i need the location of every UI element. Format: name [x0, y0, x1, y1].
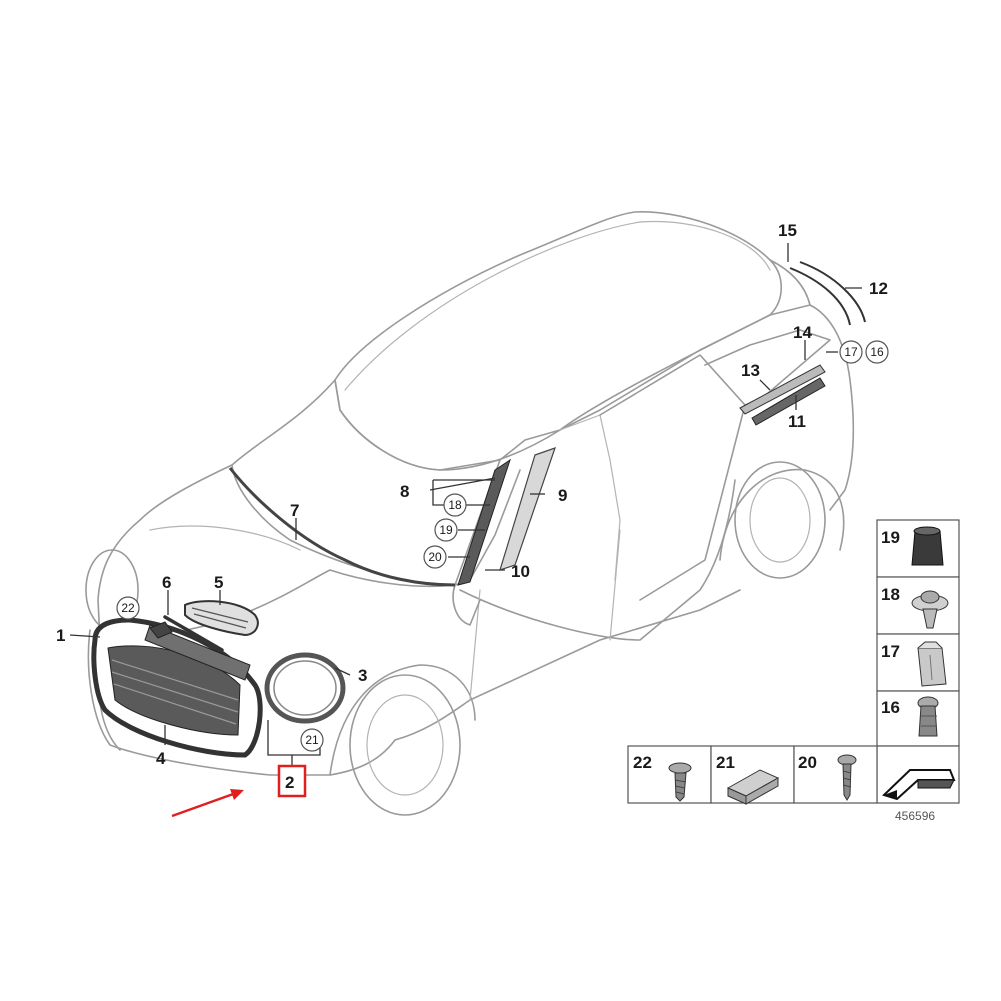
hood-scoop-part	[184, 600, 259, 637]
label-7: 7	[290, 501, 299, 520]
label-5: 5	[214, 573, 223, 592]
legend-label-21: 21	[716, 753, 735, 772]
collar-screw-icon	[668, 762, 692, 802]
circle-label-22: 22	[121, 601, 135, 615]
label-12: 12	[869, 279, 888, 298]
legend-label-17: 17	[881, 642, 900, 661]
label-11: 11	[788, 412, 806, 431]
bracket-clip-icon	[726, 769, 780, 805]
label-9: 9	[558, 486, 567, 505]
circle-label-17: 17	[844, 345, 858, 359]
label-2: 2	[285, 773, 294, 792]
a-pillar-trim-part	[457, 447, 556, 586]
expansion-rivet-icon	[917, 696, 939, 737]
label-13: 13	[741, 361, 760, 380]
label-4: 4	[156, 749, 166, 768]
headlight-ring-part	[264, 652, 346, 724]
circle-label-19: 19	[439, 523, 453, 537]
diagram-number: 456596	[895, 809, 935, 823]
highlight-box-2: 2	[277, 764, 307, 798]
circle-label-18: 18	[448, 498, 462, 512]
fastener-legend: 19 18 17 16 22 21 20	[627, 519, 960, 805]
legend-label-20: 20	[798, 753, 817, 772]
rear-side-trim-part	[739, 364, 826, 426]
legend-label-18: 18	[881, 585, 900, 604]
nut-clip-icon	[917, 641, 947, 687]
label-10: 10	[511, 562, 530, 581]
legend-label-19: 19	[881, 528, 900, 547]
roof-spoiler-strip-part	[789, 261, 866, 326]
circle-label-16: 16	[870, 345, 884, 359]
screw-icon	[837, 754, 857, 801]
label-6: 6	[162, 573, 171, 592]
label-8: 8	[400, 482, 409, 501]
push-clip-icon	[911, 590, 949, 629]
direction-arrow-icon	[882, 769, 956, 801]
label-1: 1	[56, 626, 65, 645]
bracket-part	[149, 621, 173, 639]
hood-trim-strip-part	[163, 615, 224, 652]
red-arrow-icon	[171, 789, 244, 818]
legend-label-16: 16	[881, 698, 900, 717]
windshield-seal-part	[228, 467, 456, 587]
label-14: 14	[793, 323, 812, 342]
part-labels: 1 4 6 5 7 3 8 9 10 11 12 13 14 15	[56, 221, 888, 768]
grommet-icon	[911, 526, 944, 566]
legend-label-22: 22	[633, 753, 652, 772]
circle-label-20: 20	[428, 550, 442, 564]
label-15: 15	[778, 221, 797, 240]
circle-label-21: 21	[305, 733, 319, 747]
grille-part	[91, 617, 263, 758]
leader-lines	[69, 243, 862, 765]
label-3: 3	[358, 666, 367, 685]
circled-labels: 22 21 18 19 20 17 16	[116, 340, 889, 752]
